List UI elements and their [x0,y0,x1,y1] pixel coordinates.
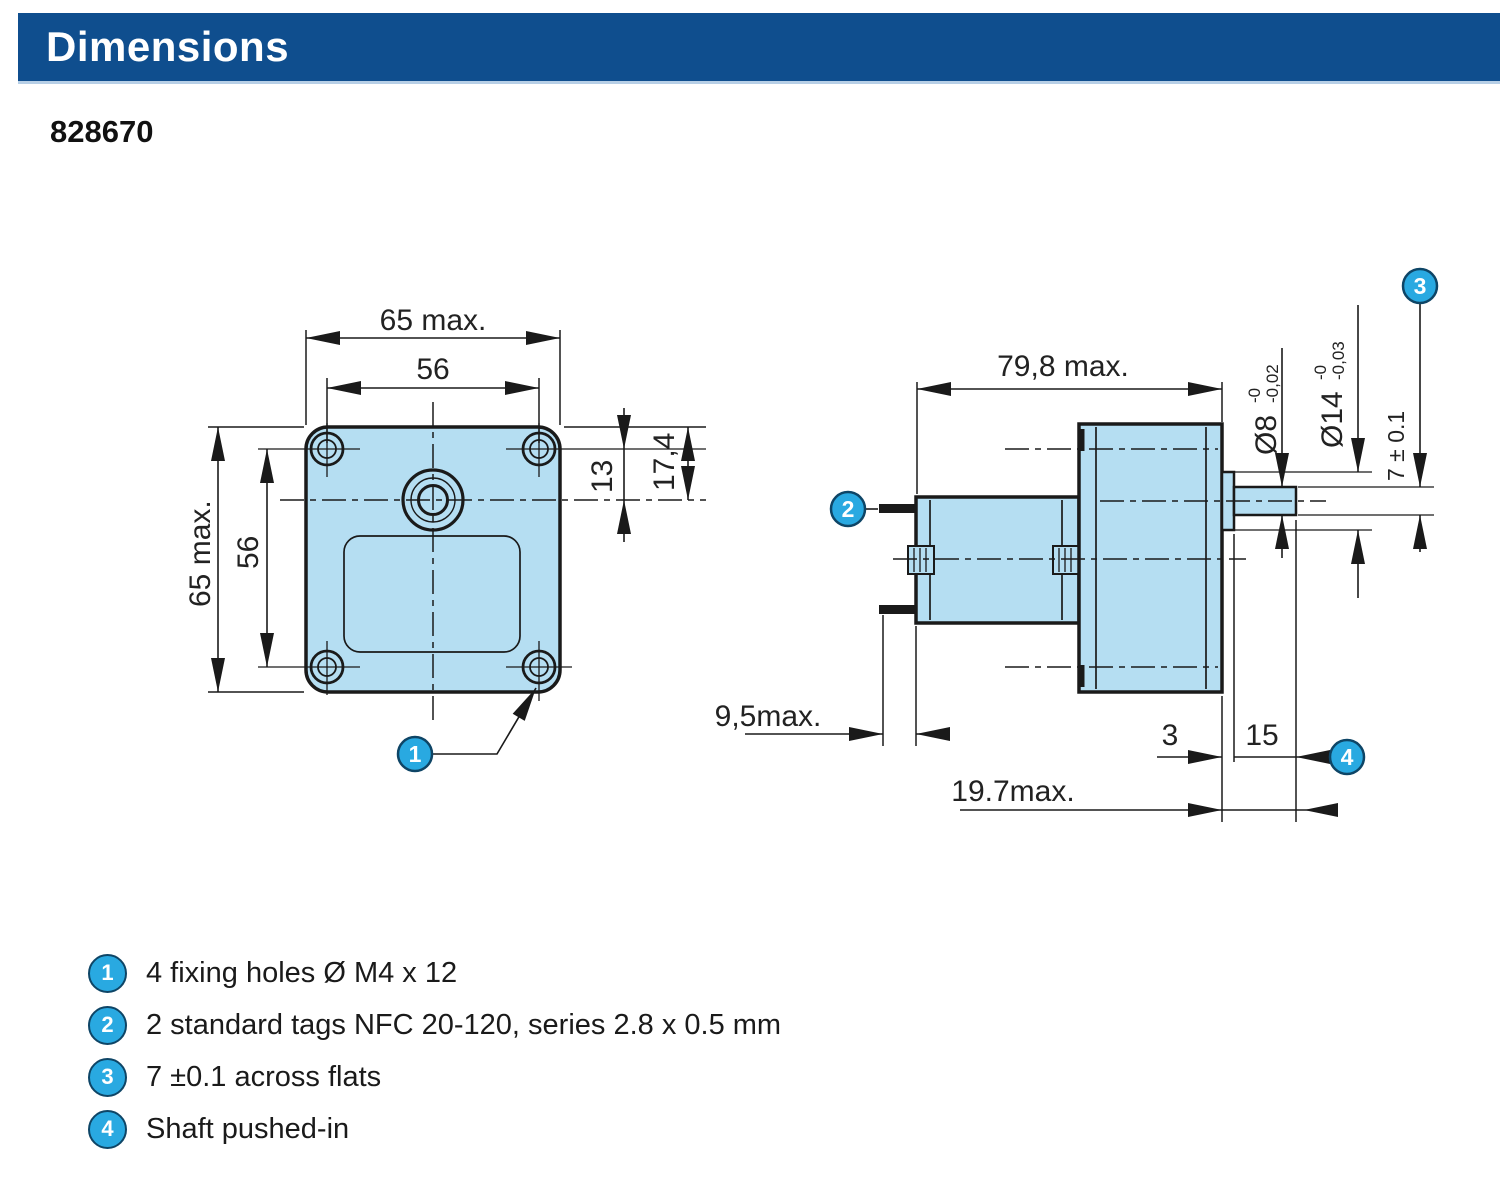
dim-13-label: 13 [586,460,619,493]
dim-9-5-label: 9,5max. [715,700,822,733]
dim-19-7-label: 19.7max. [951,775,1074,808]
terminal-tag-lower [879,605,917,614]
callout-3-number: 3 [1414,273,1427,299]
dim-width-holes-label: 56 [416,353,449,386]
dim-height-holes: 56 [232,449,274,667]
dim-shaft-diameter-tol-lower: -0,02 [1263,364,1282,403]
callout-4-badge-icon [1328,738,1366,776]
dim-width-outer-label: 65 max. [380,304,487,337]
fixing-hole-bottom-left [258,641,360,695]
dim-3-label: 3 [1162,719,1179,752]
legend-text-1: 4 fixing holes Ø M4 x 12 [146,956,458,989]
page-title: Dimensions [46,23,290,70]
dim-boss-diameter-label: Ø14 [1316,391,1349,448]
gearbox-body [1077,422,1224,694]
dim-height-outer-label: 65 max. [184,500,217,607]
dim-across-flats: 7 ± 0.1 [1383,304,1427,552]
callout-fixing-holes: 1 [396,687,537,773]
legend-text-2: 2 standard tags NFC 20-120, series 2.8 x… [146,1008,782,1041]
legend-badge-3-icon: 3 [88,1057,127,1097]
callout-1-number: 1 [409,741,422,767]
part-number: 828670 [50,114,154,149]
callout-2-number: 2 [842,496,855,522]
dim-height-holes-label: 56 [232,536,265,569]
terminal-tag-upper [879,504,917,513]
legend-badge-2-icon: 2 [88,1005,127,1045]
motor-bearing-left [907,545,935,575]
fixing-hole-bottom-right [506,641,572,701]
dim-boss-diameter-tol-upper: -0 [1311,365,1330,380]
dim-shaft-diameter-tol-upper: -0 [1245,388,1264,403]
legend-text-3: 7 ±0.1 across flats [146,1060,382,1093]
callout-1-badge-icon [396,735,434,773]
legend-badge-1-icon: 1 [88,953,127,993]
legend-text-4: Shaft pushed-in [146,1112,350,1145]
motor-bearing-right [1052,545,1080,575]
legend-badge-4-icon: 4 [88,1109,127,1149]
callout-3-badge-icon [1401,267,1439,305]
callout-flats: 3 [1401,267,1439,305]
dim-overall-length: 79,8 max. [916,350,1223,494]
dim-shaft-diameter: Ø8 -0 -0,02 [1245,348,1289,558]
legend-item-tags: 2 2 standard tags NFC 20-120, series 2.8… [88,999,781,1051]
dim-height-outer: 65 max. [184,426,304,693]
section-header-bar: Dimensions [18,13,1500,84]
callout-tags: 2 [829,490,878,528]
dim-width-outer: 65 max. [305,304,561,425]
dim-boss-diameter: Ø14 -0 -0,03 [1311,305,1365,598]
dim-shaft-diameter-label: Ø8 [1250,415,1283,455]
dim-boss-and-shaft-length: 3 15 [1157,520,1330,822]
legend: 1 4 fixing holes Ø M4 x 12 2 2 standard … [88,947,781,1155]
legend-item-flats: 3 7 ±0.1 across flats [88,1051,781,1103]
dim-shaft-overall: 19.7max. [951,775,1338,817]
dim-boss-diameter-tol-lower: -0,03 [1329,341,1348,380]
terminal-box-outline [343,535,521,653]
legend-item-shaft: 4 Shaft pushed-in [88,1103,781,1155]
callout-2-badge-icon [829,490,867,528]
output-hub [401,468,465,532]
dim-hole-line-to-axis: 13 [586,408,631,542]
dim-across-flats-label: 7 ± 0.1 [1383,411,1409,481]
dim-tag-protrusion: 9,5max. [715,615,950,746]
callout-4-number: 4 [1341,744,1354,770]
dim-width-holes: 56 [326,353,540,443]
dim-top-edge-to-axis: 17,4 [564,426,706,500]
legend-item-fixing-holes: 1 4 fixing holes Ø M4 x 12 [88,947,781,999]
dim-15-label: 15 [1245,719,1278,752]
front-view: 65 max. 56 65 max. [184,304,706,773]
dim-79-8-label: 79,8 max. [997,350,1129,383]
dim-17-4-label: 17,4 [648,433,681,491]
motor-body [914,495,1081,625]
callout-shaft: 4 [1328,738,1366,776]
side-view: 79,8 max. 9,5max. 3 15 [715,267,1439,822]
